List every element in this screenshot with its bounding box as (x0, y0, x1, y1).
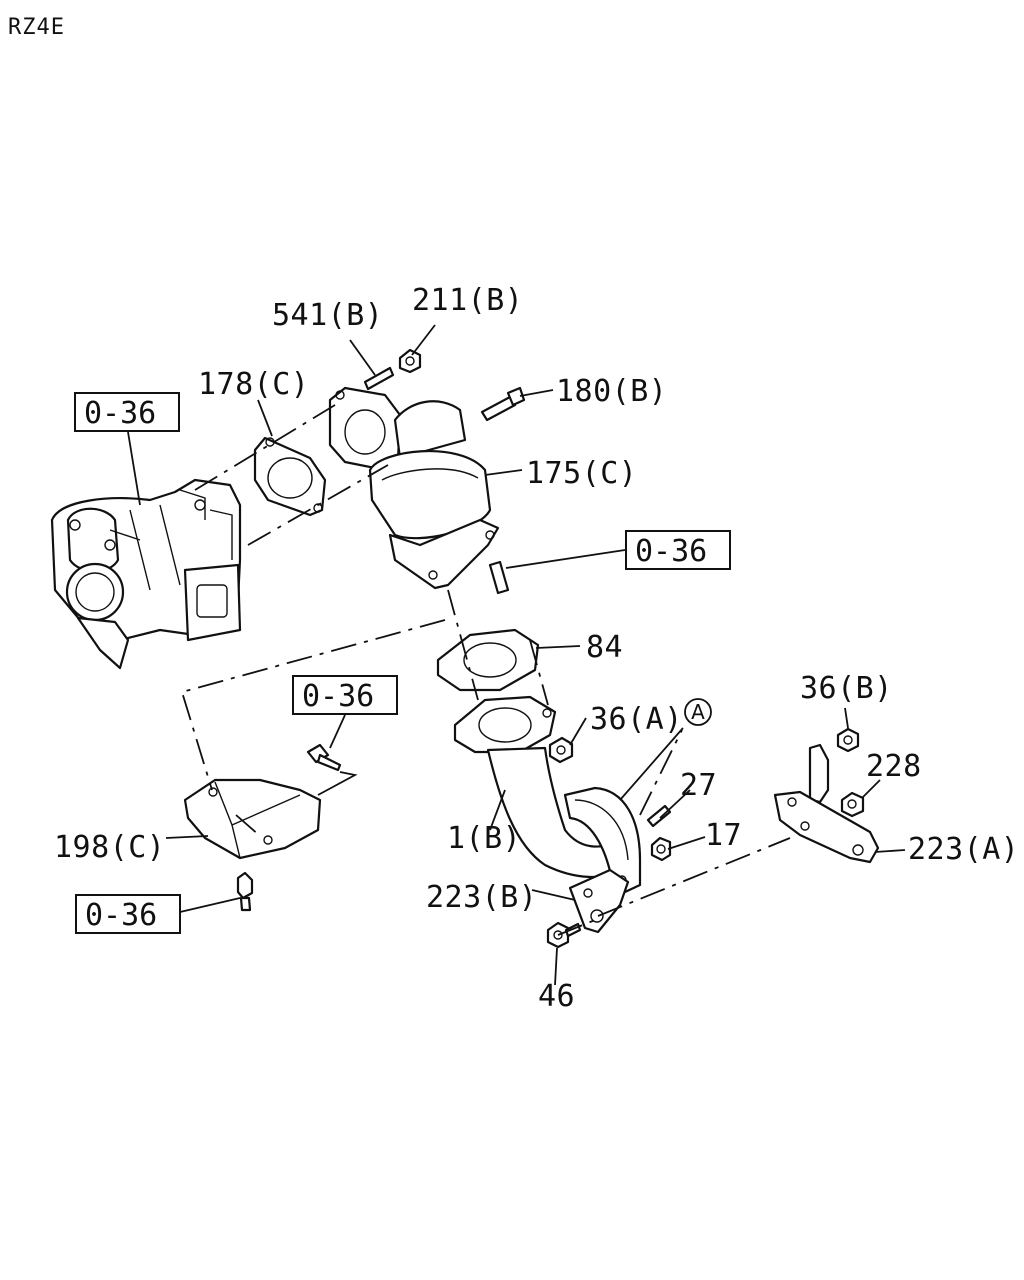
nut-17-part (650, 836, 672, 862)
callout-1b: 1(B) (447, 821, 521, 856)
circle-ref-label: A (691, 700, 705, 724)
reference-box-2: 0-36 (625, 530, 731, 570)
gasket-178c-part (253, 436, 327, 517)
bolt-lower-part (236, 871, 254, 912)
stud-541b-part (363, 366, 395, 391)
callout-223b: 223(B) (426, 880, 537, 915)
nut-228-part (840, 791, 865, 818)
reference-label: 0-36 (85, 898, 157, 933)
callout-175c: 175(C) (526, 456, 637, 491)
reference-box-1: 0-36 (74, 392, 180, 432)
gasket-84-part (436, 628, 540, 692)
callout-27: 27 (680, 768, 717, 803)
bolt-180b-part (480, 386, 526, 422)
turbocharger-part (50, 478, 242, 670)
diagram-code: RZ4E (8, 15, 65, 40)
bolt-upper-part (306, 743, 342, 772)
nut-46-part (546, 921, 582, 949)
stud-part (488, 560, 510, 595)
callout-17: 17 (705, 818, 742, 853)
reference-box-4: 0-36 (75, 894, 181, 934)
catalytic-converter-175c-part (328, 386, 500, 590)
reference-label: 0-36 (84, 396, 156, 431)
assembly-lines (180, 404, 791, 936)
callout-178c: 178(C) (198, 367, 309, 402)
callout-228: 228 (866, 749, 922, 784)
callout-211b: 211(B) (412, 283, 523, 318)
front-pipe-1b-part (453, 695, 642, 894)
callout-223a: 223(A) (908, 832, 1019, 867)
nut-211b-part (398, 348, 422, 374)
callout-36b: 36(B) (800, 671, 893, 706)
callout-36a: 36(A) (590, 702, 683, 737)
callout-198c: 198(C) (54, 830, 165, 865)
callout-46: 46 (538, 979, 575, 1014)
bracket-223b-part (568, 868, 630, 934)
reference-box-3: 0-36 (292, 675, 398, 715)
heat-shield-198c-part (183, 778, 322, 860)
callout-84: 84 (586, 630, 623, 665)
reference-label: 0-36 (302, 679, 374, 714)
callout-180b: 180(B) (556, 374, 667, 409)
bracket-223a-part (773, 743, 880, 864)
callout-541b: 541(B) (272, 298, 383, 333)
reference-label: 0-36 (635, 534, 707, 569)
circle-reference-a: A (684, 698, 712, 726)
nut-36a-part (548, 736, 574, 764)
nut-36b-part (836, 727, 860, 753)
stud-27-part (646, 804, 672, 828)
leader-lines (127, 324, 906, 986)
